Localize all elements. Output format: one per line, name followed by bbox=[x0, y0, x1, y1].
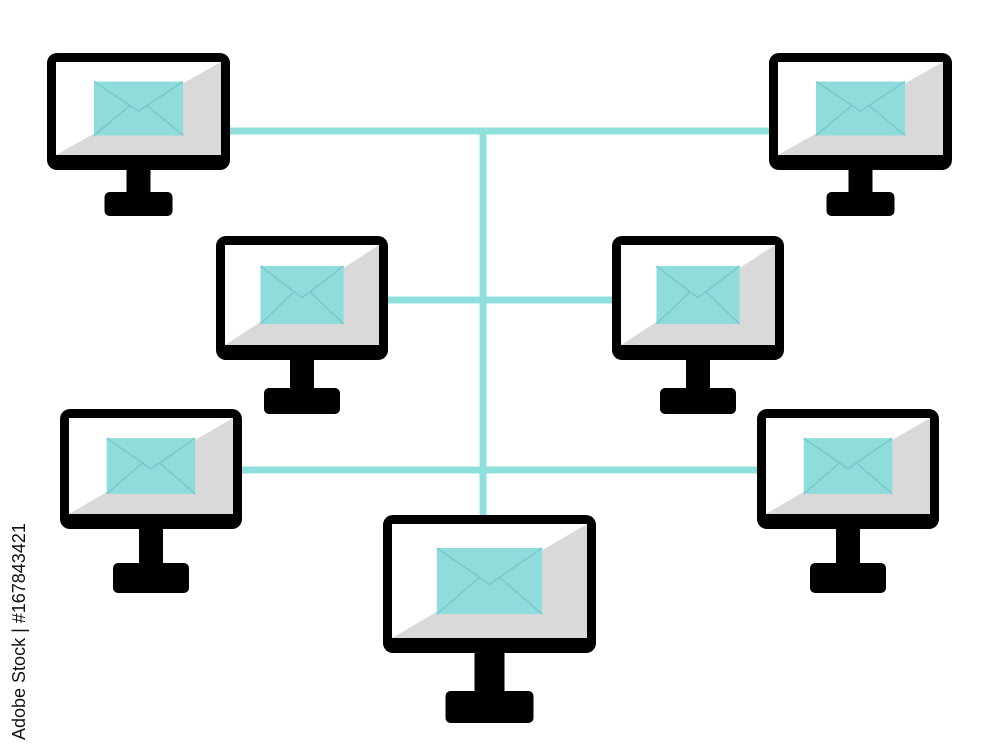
envelope-flap bbox=[815, 80, 906, 113]
envelope-fold-right bbox=[499, 577, 543, 615]
monitor-icon bbox=[383, 515, 596, 723]
envelope-body bbox=[106, 438, 196, 494]
envelope-body bbox=[803, 438, 893, 494]
envelope-flap bbox=[106, 437, 196, 470]
envelope-flap bbox=[655, 265, 741, 299]
monitor-foot bbox=[445, 691, 534, 723]
envelope-icon bbox=[93, 80, 184, 137]
monitor-neck bbox=[686, 358, 710, 392]
monitor-neck bbox=[139, 527, 163, 567]
envelope-icon bbox=[803, 437, 893, 495]
envelope-fold-left bbox=[93, 105, 131, 137]
envelope-icon bbox=[436, 547, 543, 615]
envelope-icon bbox=[259, 265, 345, 325]
envelope-fold-left bbox=[815, 105, 853, 137]
envelope-fold-right bbox=[146, 105, 184, 137]
monitor-foot bbox=[826, 192, 895, 216]
envelope-body bbox=[260, 266, 344, 324]
envelope-fold-left bbox=[106, 462, 143, 495]
envelope-flap bbox=[803, 437, 893, 470]
envelope-fold-right bbox=[868, 105, 906, 137]
monitor-neck bbox=[126, 168, 151, 196]
envelope-icon bbox=[815, 80, 906, 137]
monitor-neck bbox=[290, 358, 314, 392]
monitor-nodes bbox=[47, 53, 952, 723]
monitor-neck bbox=[474, 651, 505, 695]
monitor-icon bbox=[60, 409, 242, 593]
connector-lines bbox=[229, 127, 770, 518]
envelope-flap bbox=[436, 547, 543, 586]
envelope-fold-right bbox=[856, 462, 893, 495]
envelope-fold-right bbox=[705, 291, 741, 325]
envelope-fold-left bbox=[655, 291, 691, 325]
envelope-fold-left bbox=[803, 462, 840, 495]
envelope-fold-left bbox=[259, 291, 295, 325]
monitor-foot bbox=[104, 192, 173, 216]
monitor-foot bbox=[810, 563, 886, 593]
monitor-foot bbox=[264, 388, 340, 414]
envelope-flap bbox=[259, 265, 345, 299]
envelope-icon bbox=[655, 265, 741, 325]
monitor-foot bbox=[660, 388, 736, 414]
envelope-icon bbox=[106, 437, 196, 495]
monitor-icon bbox=[769, 53, 952, 216]
monitor-icon bbox=[612, 236, 784, 414]
monitor-neck bbox=[848, 168, 873, 196]
envelope-fold-right bbox=[159, 462, 196, 495]
envelope-fold-left bbox=[436, 577, 480, 615]
monitor-neck bbox=[836, 527, 860, 567]
envelope-body bbox=[436, 547, 543, 615]
monitor-foot bbox=[113, 563, 189, 593]
monitor-icon bbox=[47, 53, 230, 216]
envelope-flap bbox=[93, 80, 184, 113]
envelope-fold-right bbox=[309, 291, 345, 325]
monitor-icon bbox=[757, 409, 939, 593]
monitor-icon bbox=[216, 236, 388, 414]
envelope-body bbox=[656, 266, 740, 324]
stock-id-watermark: Adobe Stock | #167843421 bbox=[9, 523, 29, 740]
